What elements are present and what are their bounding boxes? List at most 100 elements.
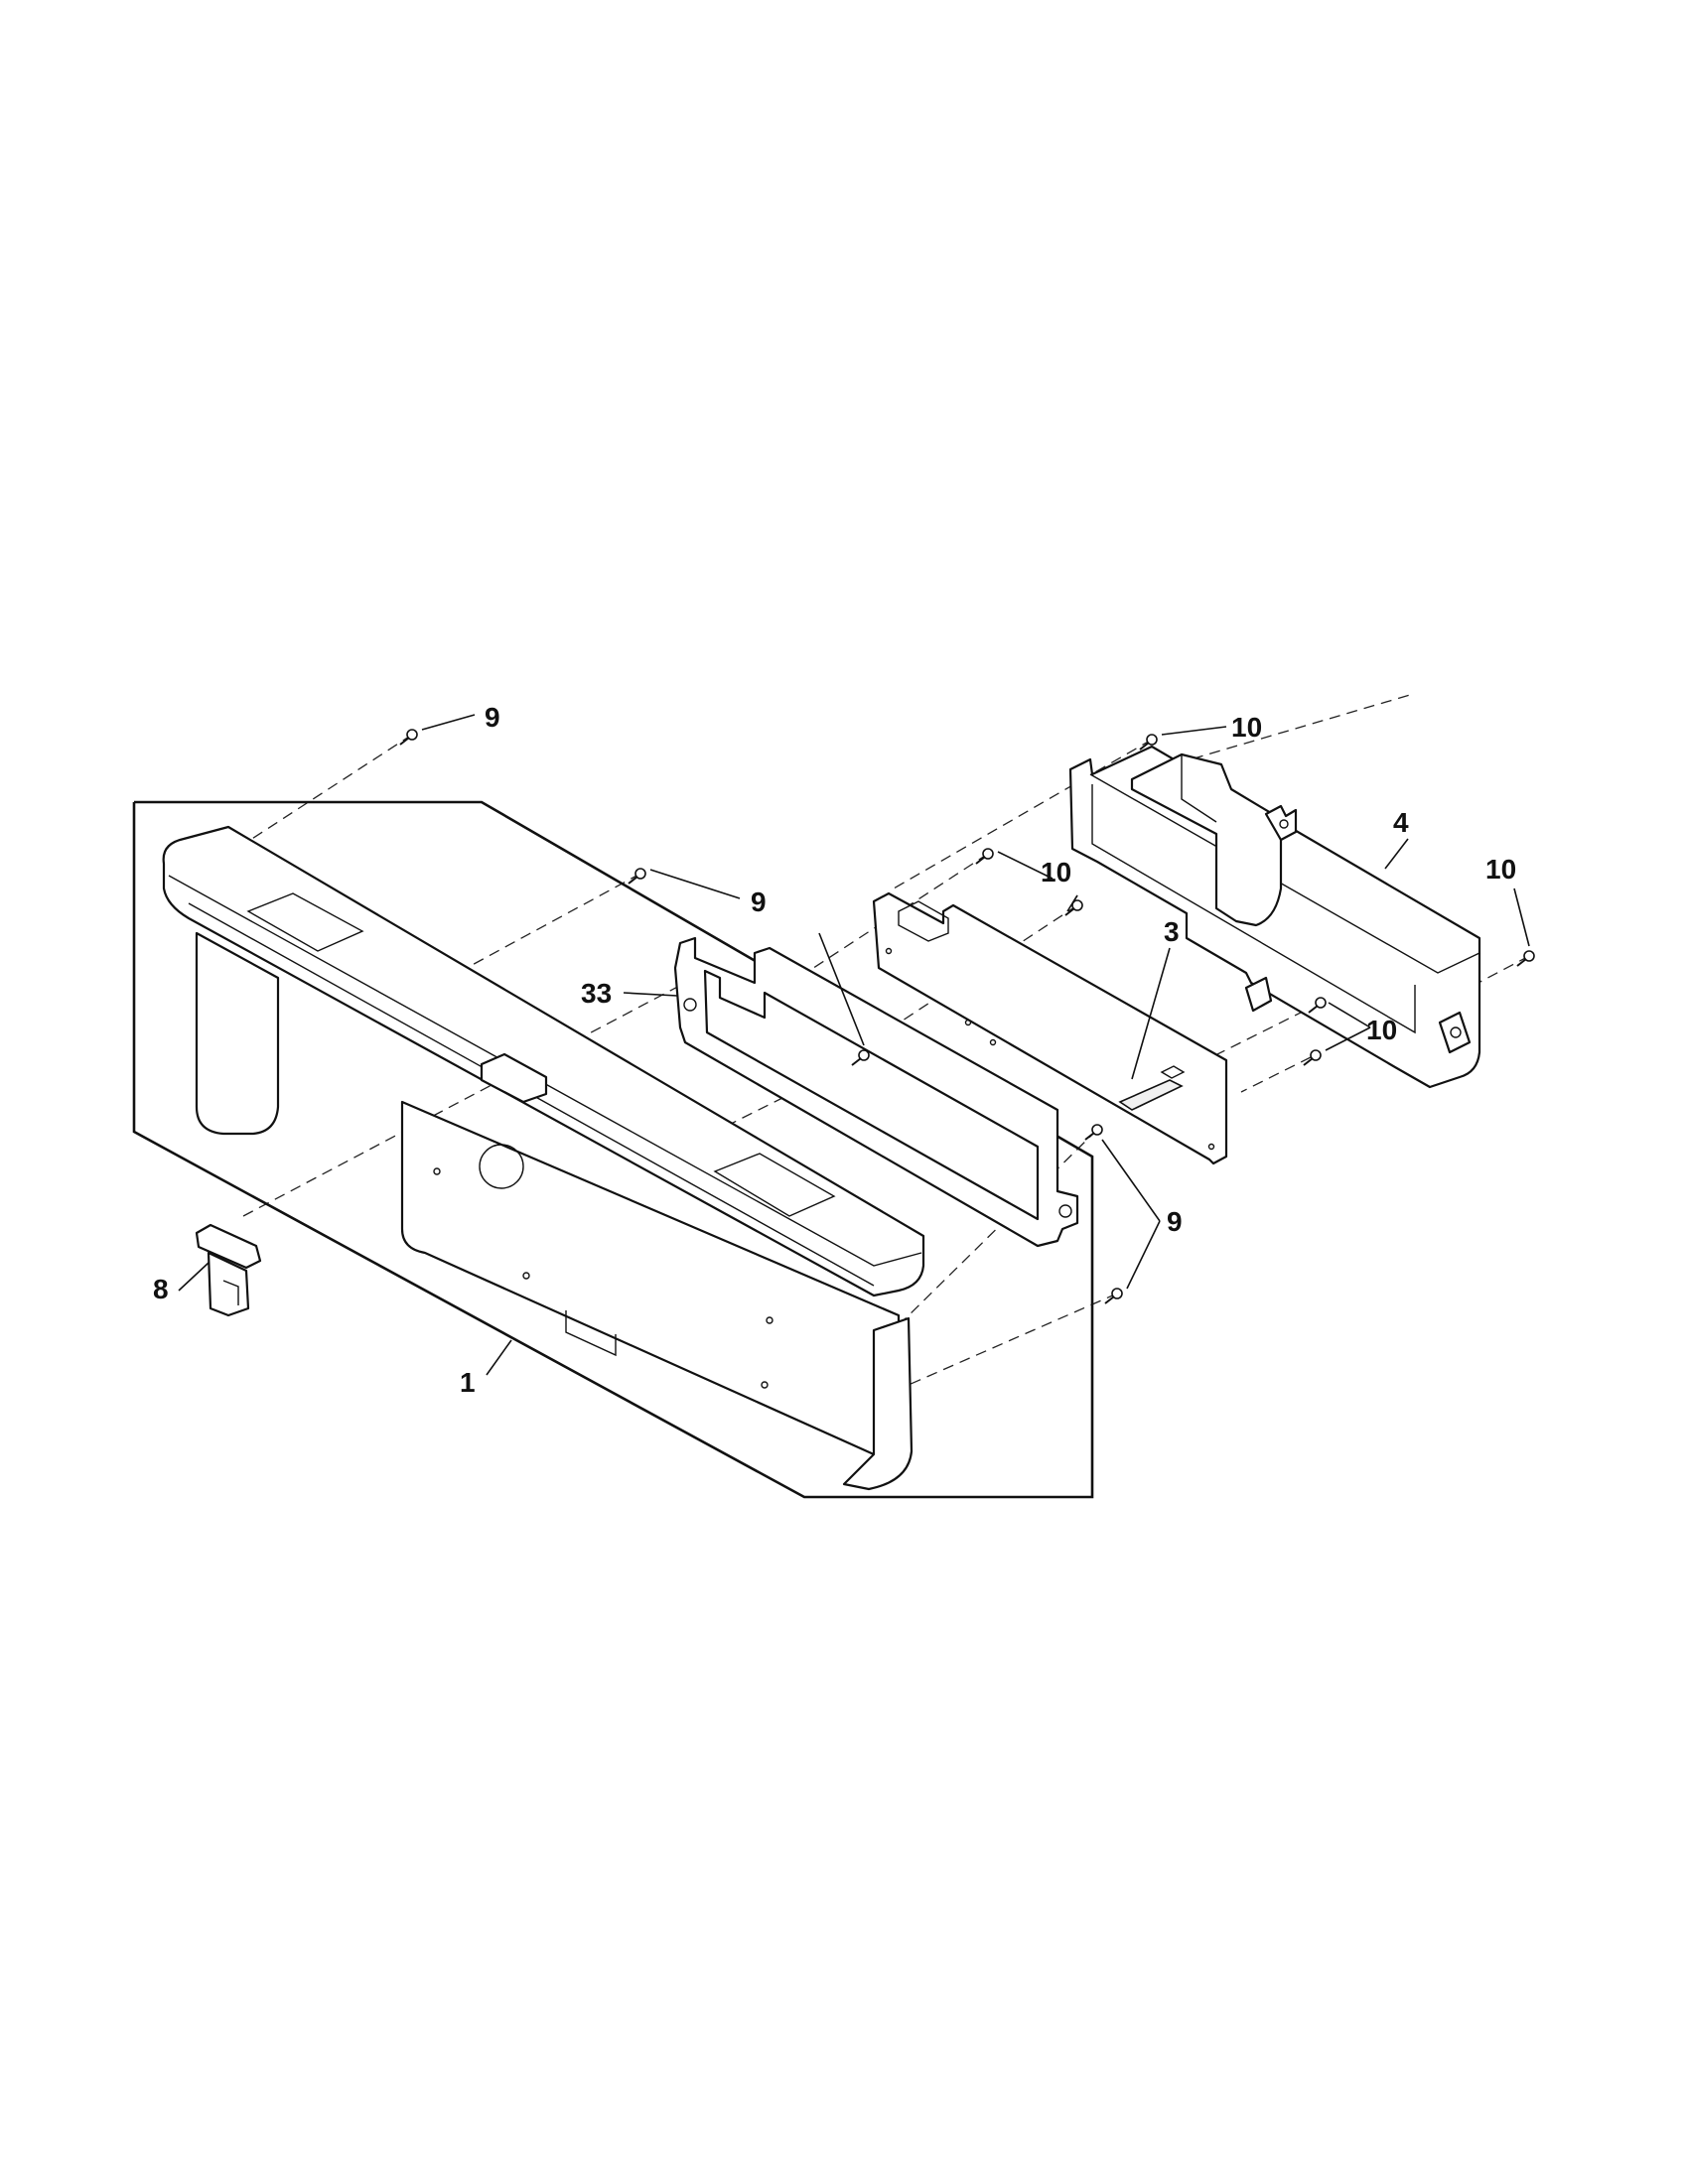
leader-8 xyxy=(178,1262,210,1292)
screw-10-mid-head xyxy=(982,848,994,860)
console-handle-slot xyxy=(480,1052,548,1104)
clip xyxy=(195,1223,262,1317)
gasket-hole-left xyxy=(683,998,697,1012)
screw-10-right-shank xyxy=(1516,958,1527,967)
console-mount-hole-1 xyxy=(433,1167,441,1175)
callout-9-top: 9 xyxy=(485,702,500,733)
screw-10-low-a-shank xyxy=(1308,1005,1319,1014)
screw-10-board-shank xyxy=(1064,907,1075,916)
console-top-bar-edge xyxy=(168,875,922,1267)
callout-1: 1 xyxy=(460,1367,476,1398)
gasket-inner xyxy=(703,969,1040,1221)
gasket-hole-right xyxy=(1058,1204,1072,1218)
rear-housing xyxy=(1068,745,1481,1089)
housing-tab-right-hole xyxy=(1450,1026,1462,1038)
screw-9-top-shank xyxy=(399,737,410,746)
screw-9-top-head xyxy=(406,729,418,741)
screw-9-low-b-head xyxy=(1111,1288,1123,1299)
leader-3 xyxy=(1131,947,1171,1080)
screw-10-top xyxy=(1139,734,1158,751)
board-connector-top xyxy=(898,900,949,942)
assembly-line-screw9-mid xyxy=(466,873,641,969)
console-round-hole xyxy=(479,1144,524,1189)
board-connector-strip xyxy=(1118,1079,1184,1111)
screw-10-board-head xyxy=(1071,899,1083,911)
screw-9-top xyxy=(399,729,418,746)
assembly-frame xyxy=(132,800,1094,1499)
assembly-line-screw10-low-b xyxy=(1240,1056,1312,1093)
leader-10-top xyxy=(1161,726,1227,736)
board-hole-4 xyxy=(1207,1143,1215,1151)
housing-tab-top-hole xyxy=(1279,819,1289,829)
screw-9-mid-head xyxy=(634,868,646,880)
leader-9-gasket xyxy=(818,932,865,1046)
screw-9-gasket-head xyxy=(858,1049,870,1061)
clip-slot xyxy=(222,1280,239,1305)
leader-9-low-b xyxy=(1126,1220,1161,1290)
gasket xyxy=(673,936,1079,1248)
callout-labels: 9 9 9 33 10 10 10 10 4 3 8 1 xyxy=(153,702,1516,1398)
screw-10-mid-shank xyxy=(975,856,986,865)
console-mount-hole-2 xyxy=(522,1272,530,1280)
housing-tab-top xyxy=(1264,804,1298,842)
console-left-leg xyxy=(195,931,280,1136)
leader-9-mid xyxy=(649,869,741,899)
assembly-line-screw10-top xyxy=(893,739,1153,889)
housing-hump xyxy=(1130,752,1283,927)
console-lower-notch xyxy=(565,1310,617,1357)
screw-10-right-head xyxy=(1523,950,1535,962)
housing-body xyxy=(1068,745,1481,1089)
housing-inner-edge xyxy=(1091,784,1416,1034)
leader-9-low-a xyxy=(1101,1139,1161,1222)
screw-9-low-a-head xyxy=(1091,1124,1103,1136)
screw-10-right xyxy=(1516,950,1535,967)
screw-9-low-a xyxy=(1084,1124,1103,1141)
leader-33 xyxy=(623,992,678,997)
housing-rim xyxy=(1089,773,1480,974)
screw-10-mid xyxy=(975,848,994,865)
callout-3: 3 xyxy=(1164,916,1180,947)
screw-9-mid xyxy=(628,868,646,885)
screw-10-board xyxy=(1064,899,1083,916)
leader-10-low-b xyxy=(1325,1026,1371,1051)
leader-10-low-a xyxy=(1328,1002,1371,1028)
console-display-window-right xyxy=(713,1153,836,1217)
board-hole-2 xyxy=(964,1019,972,1026)
screw-10-low-b-shank xyxy=(1303,1057,1314,1066)
console-top-bar xyxy=(162,825,925,1297)
screw-10-low-b xyxy=(1303,1049,1322,1066)
control-board xyxy=(872,891,1228,1165)
assembly-line-screw9-top xyxy=(198,734,413,875)
leader-10-right xyxy=(1513,887,1530,947)
console-display-window-left xyxy=(246,892,364,952)
housing-tab-bottom xyxy=(1244,976,1273,1013)
leader-9-top xyxy=(421,714,476,731)
screw-9-low-b xyxy=(1104,1288,1123,1304)
screw-10-top-shank xyxy=(1139,742,1150,751)
console-mount-hole-3 xyxy=(761,1381,769,1389)
screw-10-low-b-head xyxy=(1310,1049,1322,1061)
board-hole-1 xyxy=(885,947,893,955)
control-panel-console xyxy=(162,825,925,1491)
screw-9-gasket-shank xyxy=(851,1057,862,1066)
callout-33: 33 xyxy=(581,978,612,1009)
callout-10-right: 10 xyxy=(1485,854,1516,885)
screw-9-mid-shank xyxy=(628,876,638,885)
screw-9-low-b-shank xyxy=(1104,1296,1115,1304)
assembly-line-clip xyxy=(242,982,686,1217)
leader-1 xyxy=(486,1339,512,1376)
assembly-line-screw9-low-b xyxy=(908,1293,1118,1386)
clip-top xyxy=(195,1223,262,1270)
leader-4 xyxy=(1384,838,1409,870)
leader-10-mid xyxy=(997,851,1054,880)
screws xyxy=(399,729,1535,1304)
callout-10-top: 10 xyxy=(1231,712,1262,743)
screw-10-low-a-head xyxy=(1315,997,1327,1009)
callout-10-low: 10 xyxy=(1366,1015,1397,1045)
callout-9-low: 9 xyxy=(1167,1206,1183,1237)
callout-10-mid: 10 xyxy=(1041,857,1071,887)
board-chip xyxy=(1160,1065,1186,1079)
callout-4: 4 xyxy=(1393,807,1409,838)
assembly-line-screw10-right xyxy=(1459,955,1530,994)
